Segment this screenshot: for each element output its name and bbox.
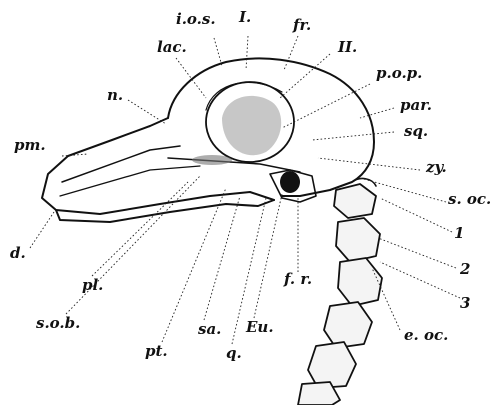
label-eoc: e. oc. <box>404 328 448 343</box>
label-fr: fr. <box>293 18 311 33</box>
leader-one-roman <box>246 36 248 70</box>
label-pl: pl. <box>82 278 103 293</box>
leader-pop <box>282 84 370 128</box>
vertebra-2 <box>336 218 380 262</box>
label-par: par. <box>400 98 432 113</box>
leader-par <box>360 108 394 118</box>
label-three: 3 <box>460 296 470 311</box>
label-soc: s. oc. <box>448 192 491 207</box>
vertebra-1 <box>334 184 376 218</box>
leader-ios <box>214 38 222 66</box>
label-n: n. <box>107 88 123 103</box>
label-zy: zy. <box>426 160 447 175</box>
label-fr-r: f. r. <box>284 272 312 287</box>
label-sq: sq. <box>404 124 428 139</box>
label-sob: s.o.b. <box>36 316 80 331</box>
orbit-shading <box>222 96 281 155</box>
pterygoid-shadow <box>192 155 232 165</box>
leader-sa <box>204 196 240 320</box>
beak-ridge-lower <box>60 166 200 196</box>
eustachian-opening <box>280 171 300 193</box>
label-pt: pt. <box>145 344 168 359</box>
leader-pl <box>92 182 188 276</box>
leader-one <box>380 198 452 232</box>
leader-n <box>128 100 166 124</box>
label-d: d. <box>10 246 26 261</box>
vertebra-5 <box>308 342 356 388</box>
label-sa: sa. <box>198 322 221 337</box>
leader-eu <box>254 194 282 318</box>
label-one: 1 <box>454 226 464 241</box>
leader-two <box>378 238 456 268</box>
label-eu: Eu. <box>246 320 274 335</box>
label-q: q. <box>226 346 242 361</box>
label-pm: pm. <box>14 138 46 153</box>
leader-fr <box>284 36 298 70</box>
label-pop: p.o.p. <box>376 66 422 81</box>
vertebra-4 <box>324 302 372 348</box>
label-two-roman: II. <box>338 40 357 55</box>
vertebra-3 <box>338 258 382 306</box>
label-ios: i.o.s. <box>176 12 216 27</box>
leader-sq <box>312 132 394 140</box>
leader-d <box>30 212 54 248</box>
leader-three <box>380 262 460 298</box>
label-lac: lac. <box>157 40 187 55</box>
label-two: 2 <box>460 262 470 277</box>
label-one-roman: I. <box>239 10 251 25</box>
